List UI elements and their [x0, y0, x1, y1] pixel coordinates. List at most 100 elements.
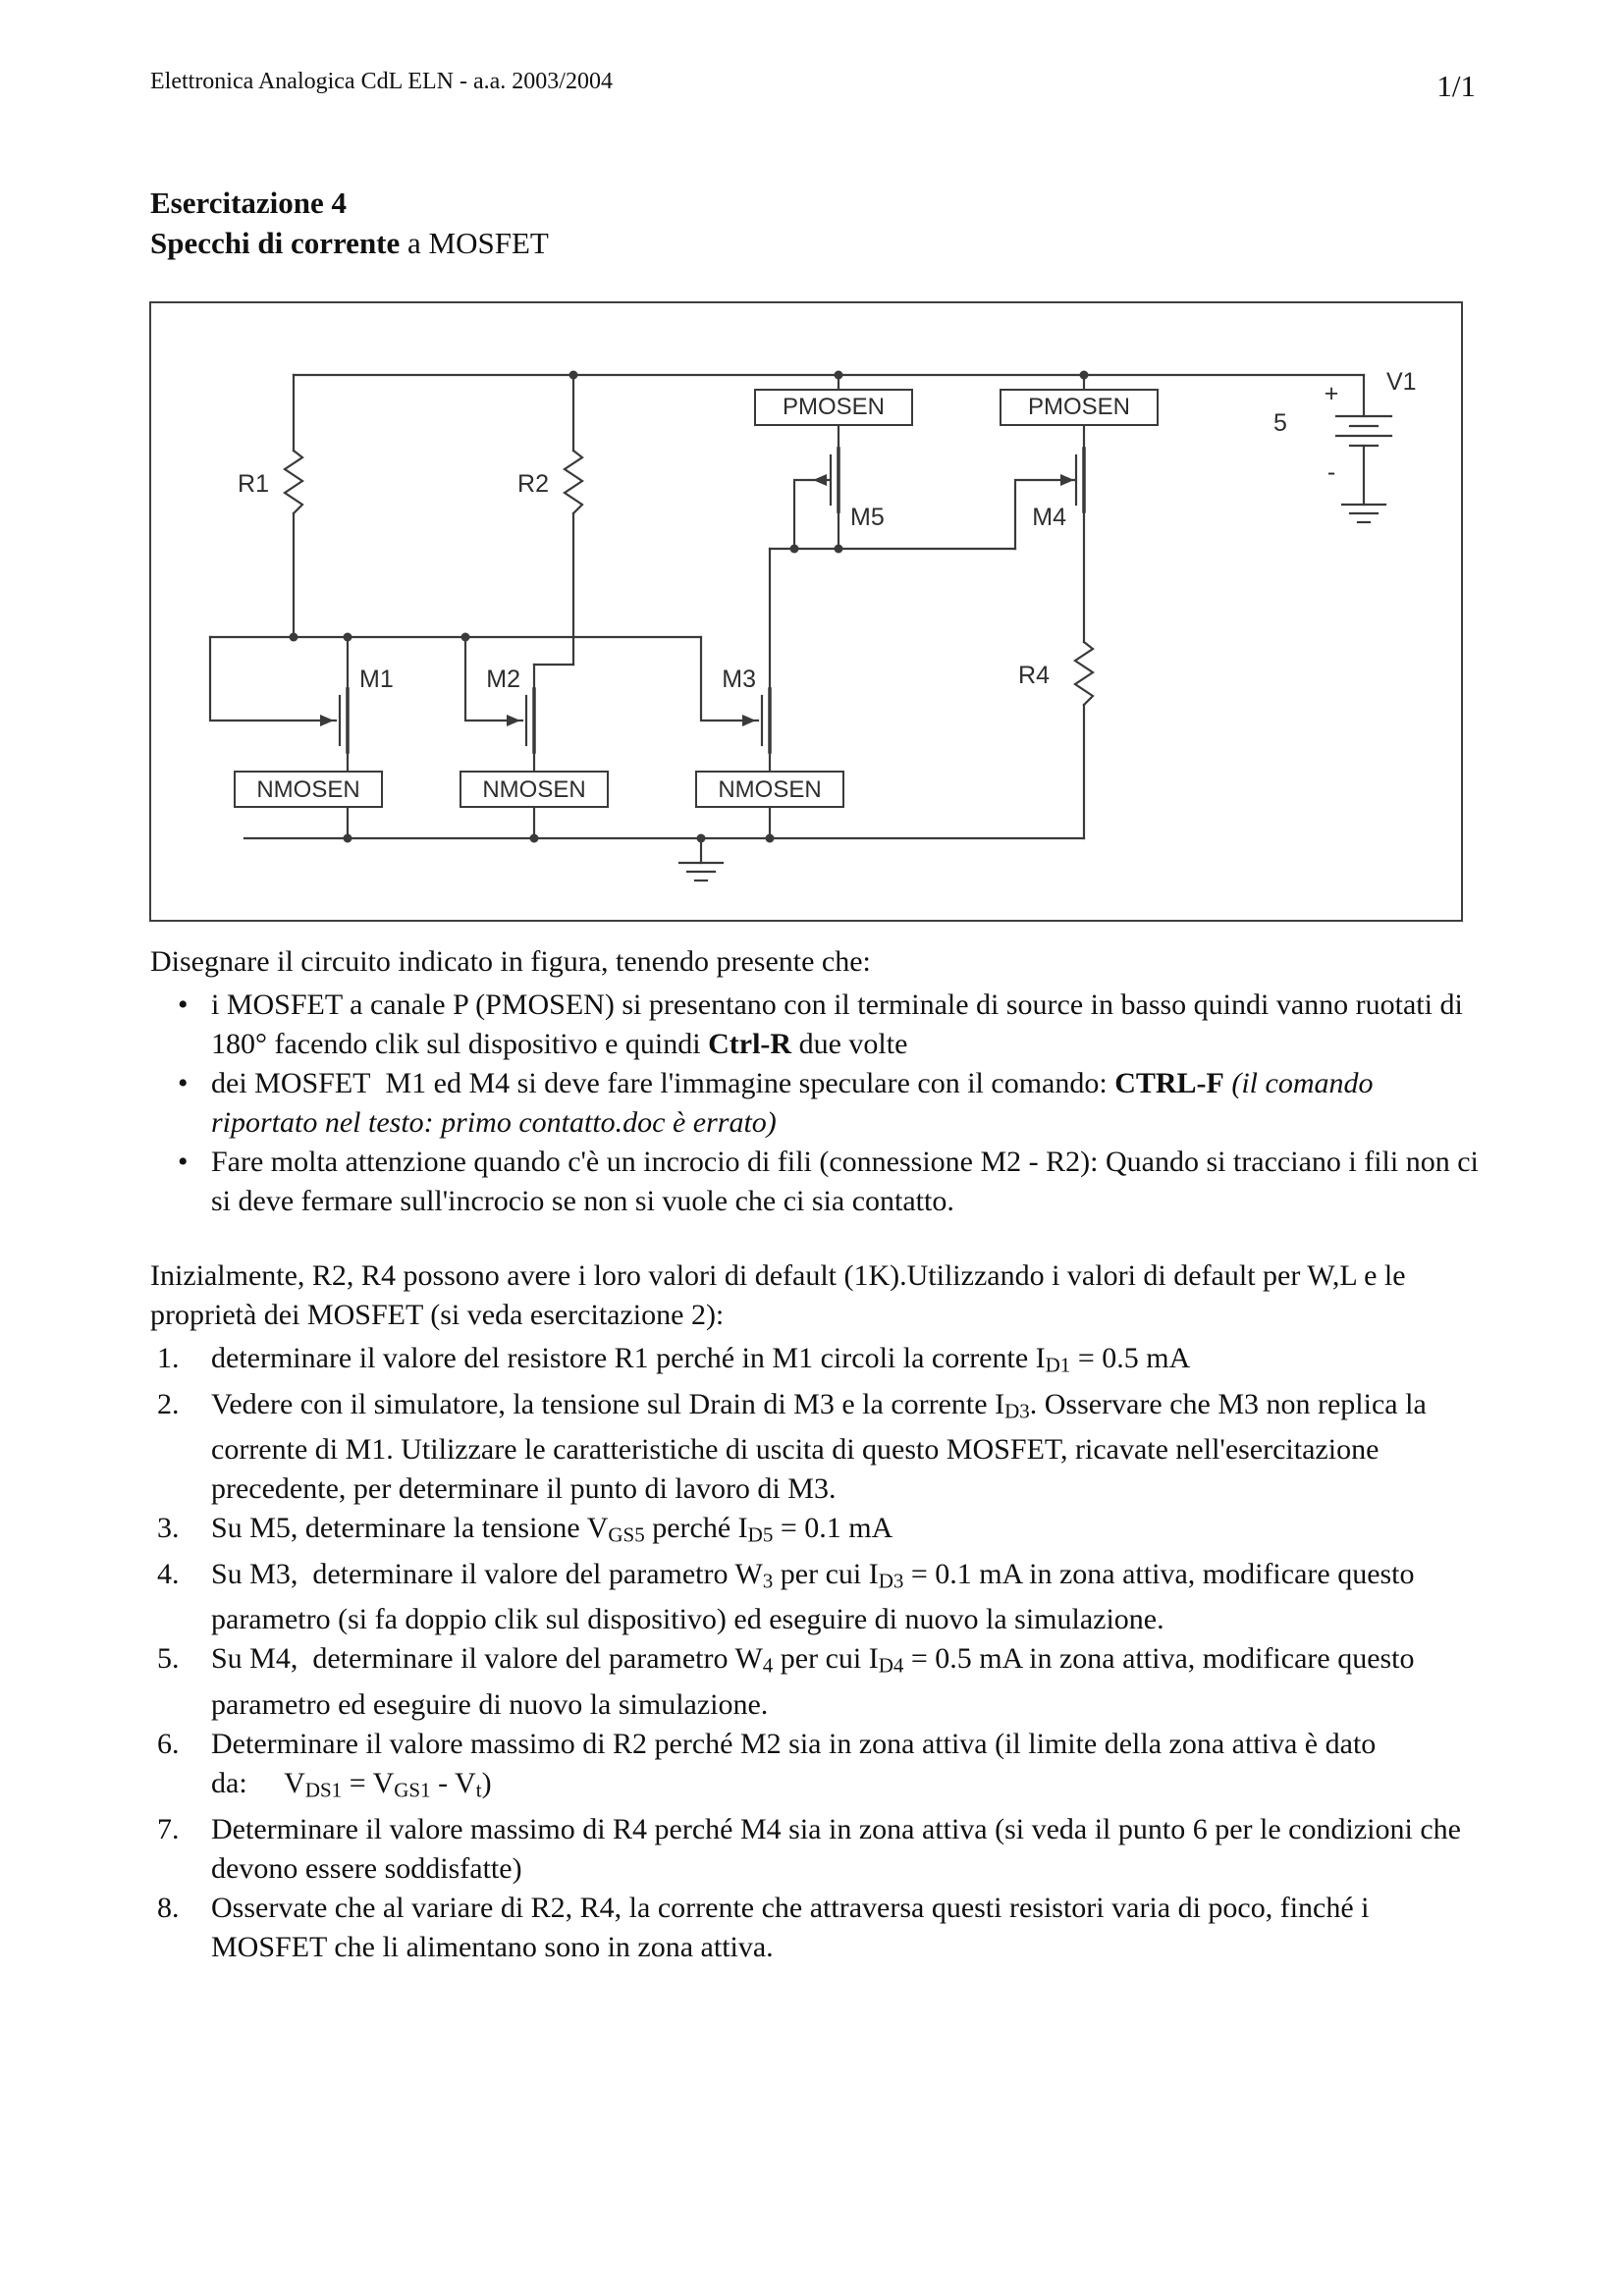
bullet-item: dei MOSFET M1 ed M4 si deve fare l'immag…: [150, 1064, 1481, 1143]
circuit-figure: R1 R2 R4 M1 M2 M3 M5 M4 PMOSEN PMOSEN NM…: [149, 301, 1463, 922]
text-segment: . Osservare che M3 non replica la corren…: [211, 1387, 1427, 1506]
nmos-arrow-m1: [320, 715, 334, 726]
pmos-model-box-m5: [754, 389, 913, 426]
label-m3: M3: [722, 666, 756, 693]
pmos-gate-bus-wire: [768, 478, 1076, 551]
text-segment: - V: [430, 1767, 476, 1800]
default-values-paragraph: Inizialmente, R2, R4 possono avere i lor…: [150, 1259, 1406, 1331]
text-segment: Su M4, determinare il valore del paramet…: [211, 1642, 763, 1676]
label-m4: M4: [1032, 504, 1066, 531]
nmos-arrow-m2: [507, 715, 520, 726]
pmos-arrow-m5: [813, 474, 827, 486]
label-pmosen-m4: PMOSEN: [1028, 394, 1130, 420]
battery-ground-symbol: [1340, 503, 1387, 524]
text-segment: = V: [342, 1767, 395, 1800]
text-segment: = 0.5 mA in zona attiva, modificare ques…: [211, 1642, 1415, 1722]
exercise-subtitle: Specchi di corrente a MOSFET: [150, 223, 549, 263]
bullet-item: Fare molta attenzione quando c'è un incr…: [150, 1143, 1481, 1221]
label-r2: R2: [517, 470, 549, 498]
mosfet-m2: [463, 635, 575, 840]
text-segment: = 0.5 mA: [1070, 1342, 1191, 1374]
text-segment: Ctrl-R: [708, 1028, 792, 1060]
text-segment: D5: [747, 1522, 774, 1547]
text-segment: Determinare il valore massimo di R2 perc…: [211, 1728, 1377, 1800]
junction-dots: [289, 370, 1089, 843]
pmos-arrow-m4: [1060, 474, 1074, 486]
bullet-list: i MOSFET a canale P (PMOSEN) si presenta…: [150, 986, 1481, 1221]
text-segment: GS5: [608, 1522, 645, 1547]
header-course: Elettronica Analogica CdL ELN - a.a. 200…: [150, 69, 613, 94]
numbered-item: Vedere con il simulatore, la tensione su…: [150, 1385, 1481, 1510]
header-page-number: 1/1: [1436, 69, 1476, 103]
title-block: Esercitazione 4 Specchi di corrente a MO…: [150, 183, 549, 263]
nmos-model-box-m2: [460, 771, 609, 808]
text-segment: Vedere con il simulatore, la tensione su…: [211, 1387, 1005, 1420]
text-segment: dei MOSFET M1 ed M4 si deve fare l'immag…: [211, 1067, 1115, 1099]
text-segment: per cui I: [773, 1642, 879, 1676]
resistor-r4: [1073, 640, 1095, 840]
label-nmosen-m1: NMOSEN: [256, 776, 359, 803]
text-segment: Osservate che al variare di R2, R4, la c…: [211, 1891, 1370, 1963]
label-pmosen-m5: PMOSEN: [783, 394, 885, 420]
text-segment: perché I: [644, 1512, 748, 1545]
text-segment: = 0.1 mA: [773, 1512, 893, 1545]
text-segment: i MOSFET a canale P (PMOSEN) si presenta…: [211, 988, 1463, 1060]
nmos-model-box-m3: [695, 771, 844, 808]
resistor-r1: [283, 373, 304, 639]
label-nmosen-m3: NMOSEN: [718, 776, 821, 803]
label-r4: R4: [1018, 662, 1050, 689]
label-m2: M2: [486, 666, 520, 693]
circuit-schematic: R1 R2 R4 M1 M2 M3 M5 M4 PMOSEN PMOSEN NM…: [208, 368, 1417, 882]
text-segment: Specchi di corrente: [150, 226, 401, 260]
text-segment: per cui I: [773, 1557, 879, 1590]
text-segment: ): [481, 1767, 492, 1800]
numbered-item: Osservate che al variare di R2, R4, la c…: [150, 1889, 1481, 1967]
text-segment: Determinare il valore massimo di R4 perc…: [211, 1812, 1461, 1885]
text-segment: due volte: [791, 1028, 908, 1060]
model-label-boxes: [234, 389, 1159, 808]
text-segment: Fare molta attenzione quando c'è un incr…: [211, 1146, 1479, 1217]
text-segment: D3: [1004, 1399, 1030, 1423]
resistor-r2: [563, 373, 584, 667]
text-segment: a MOSFET: [400, 226, 549, 260]
label-v1: V1: [1386, 368, 1417, 396]
numbered-item: determinare il valore del resistore R1 p…: [150, 1339, 1481, 1385]
numbered-item: Su M4, determinare il valore del paramet…: [150, 1639, 1481, 1725]
pmos-model-box-m4: [1000, 389, 1159, 426]
text-segment: D3: [878, 1569, 904, 1593]
numbered-item: Determinare il valore massimo di R4 perc…: [150, 1810, 1481, 1889]
text-segment: DS1: [304, 1778, 343, 1802]
body-text: Disegnare il circuito indicato in figura…: [150, 942, 1481, 1967]
text-segment: D4: [878, 1654, 904, 1679]
label-m1: M1: [359, 666, 394, 693]
text-segment: 4: [762, 1654, 774, 1679]
nmos-model-box-m1: [234, 771, 383, 808]
text-segment: determinare il valore del resistore R1 p…: [211, 1342, 1046, 1374]
page-header: Elettronica Analogica CdL ELN - a.a. 200…: [150, 69, 1476, 104]
label-battery-plus: +: [1325, 380, 1339, 407]
text-segment: = 0.1 mA in zona attiva, modificare ques…: [211, 1557, 1415, 1636]
text-segment: (il comando riportato nel testo: primo c…: [211, 1067, 1374, 1139]
ground-symbol: [677, 836, 725, 882]
exercise-title: Esercitazione 4: [150, 186, 348, 220]
intro-paragraph: Disegnare il circuito indicato in figura…: [150, 945, 871, 978]
text-segment: CTRL-F: [1114, 1067, 1224, 1099]
text-segment: t: [475, 1778, 482, 1802]
label-nmosen-m2: NMOSEN: [482, 776, 585, 803]
text-segment: 3: [762, 1569, 774, 1593]
label-battery-minus: -: [1327, 458, 1335, 486]
label-v1-value: 5: [1273, 409, 1287, 437]
bullet-item: i MOSFET a canale P (PMOSEN) si presenta…: [150, 986, 1481, 1064]
label-m5: M5: [850, 504, 885, 531]
text-segment: Su M5, determinare la tensione V: [211, 1512, 609, 1545]
numbered-list: determinare il valore del resistore R1 p…: [150, 1339, 1481, 1967]
label-r1: R1: [238, 470, 269, 498]
text-segment: GS1: [394, 1778, 431, 1802]
nmos-arrow-m3: [742, 715, 756, 726]
numbered-item: Su M3, determinare il valore del paramet…: [150, 1555, 1481, 1640]
text-segment: Su M3, determinare il valore del paramet…: [211, 1557, 763, 1590]
numbered-item: Determinare il valore massimo di R2 perc…: [150, 1725, 1481, 1810]
mosfet-m1: [208, 635, 350, 840]
battery-v1: [1334, 373, 1393, 507]
